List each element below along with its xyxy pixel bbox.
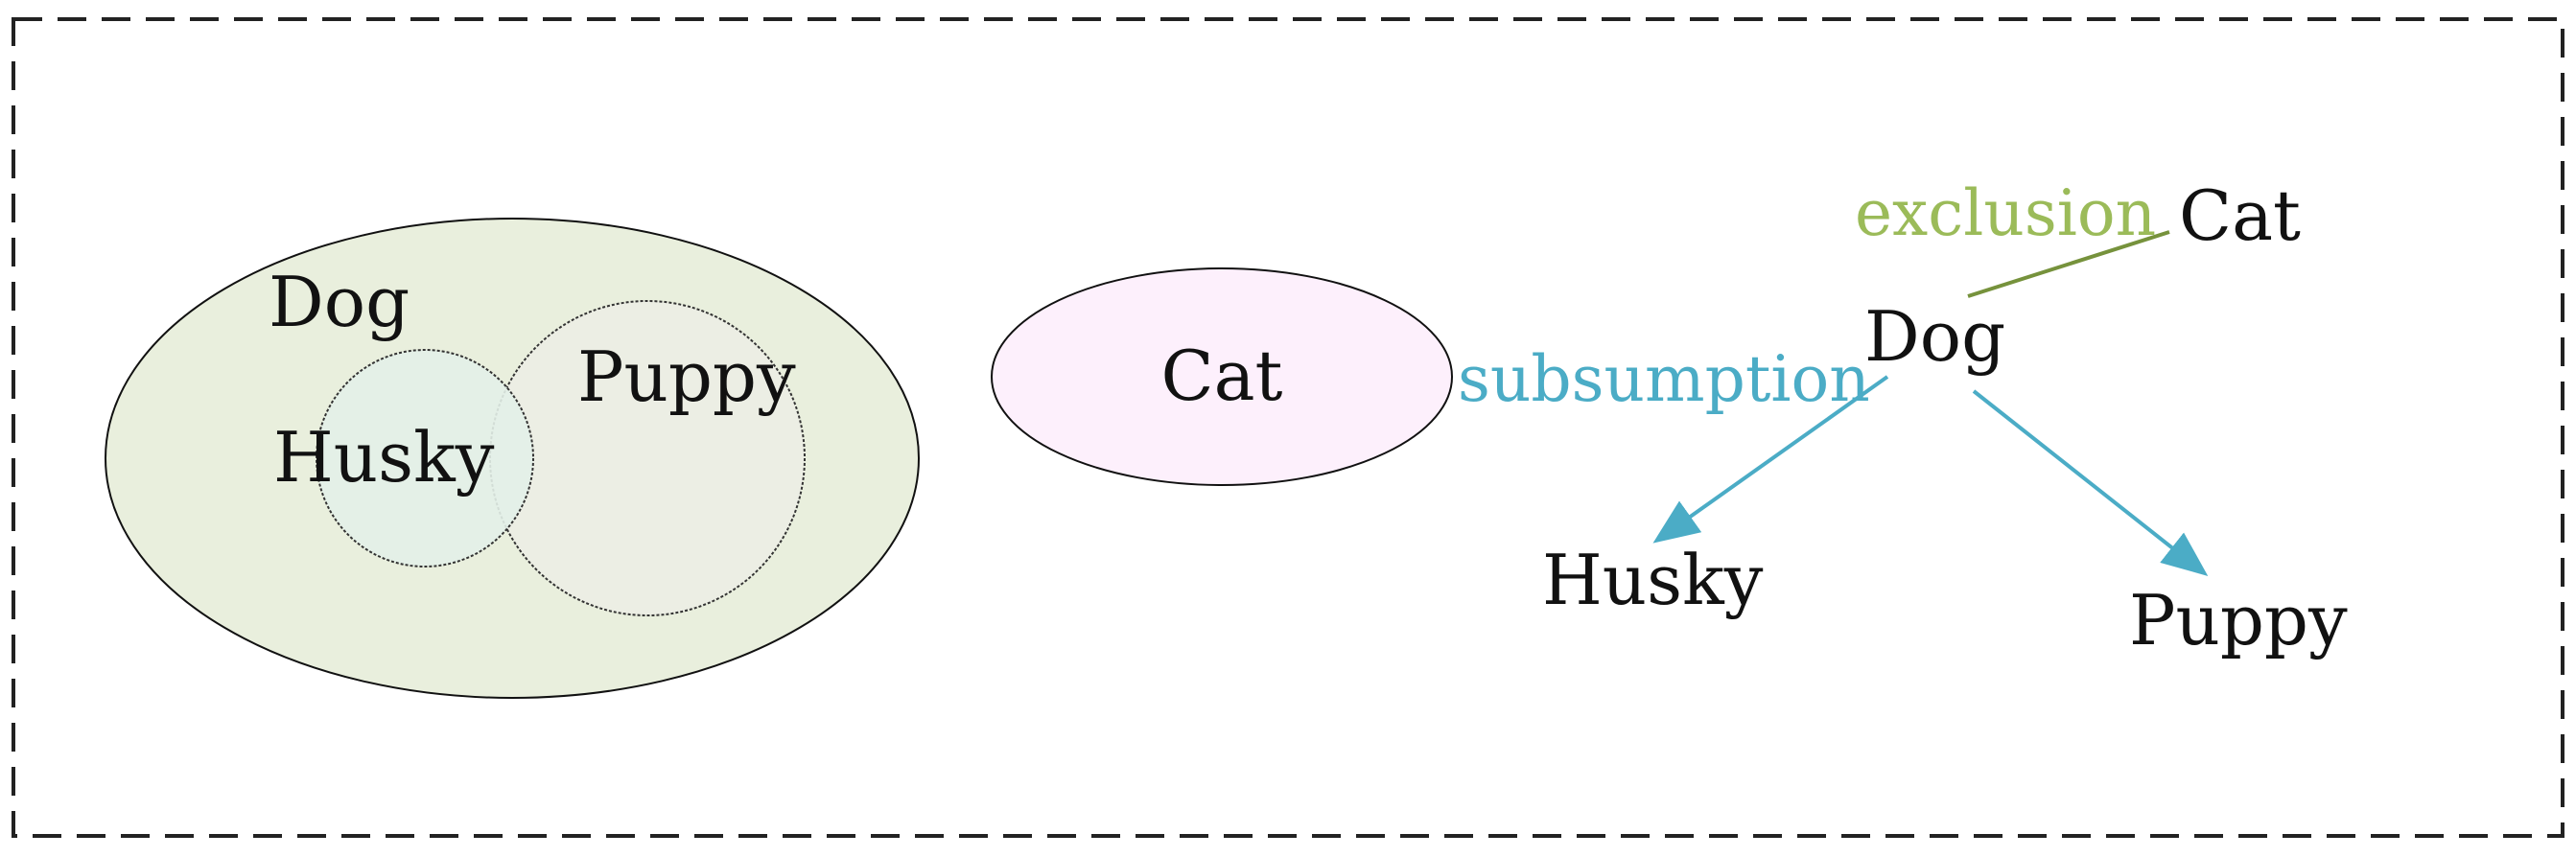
cat-set-ellipse: [991, 267, 1453, 486]
cat-set-label: Cat: [1161, 336, 1283, 416]
dog-set-label: Dog: [269, 262, 410, 342]
exclusion-label: exclusion: [1855, 176, 2156, 250]
dashed-frame: [12, 17, 2564, 838]
venn-diagram: Dog Husky Puppy: [105, 218, 920, 699]
exclusion-edge: [1967, 230, 2170, 298]
graph-node-puppy: Puppy: [2129, 580, 2348, 660]
graph-node-dog: Dog: [1864, 296, 2005, 377]
subsumption-label: subsumption: [1458, 342, 1870, 416]
graph-node-cat: Cat: [2179, 175, 2301, 256]
puppy-set-label: Puppy: [577, 336, 796, 417]
subsumption-edge-husky: [1652, 375, 1889, 544]
husky-set-circle: [316, 349, 534, 567]
relation-graph: exclusion Cat subsumption Dog Husky Pupp…: [1458, 175, 2348, 660]
graph-node-husky: Husky: [1542, 540, 1764, 620]
subsumption-edge-puppy: [1972, 389, 2209, 576]
cat-set: Cat: [991, 267, 1453, 486]
husky-set-label: Husky: [273, 417, 495, 498]
